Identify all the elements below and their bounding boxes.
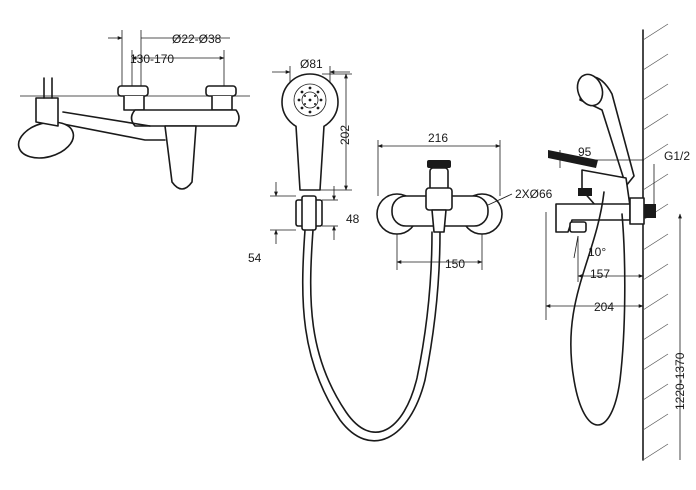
dim-handshower-length: 202: [338, 125, 352, 145]
left-connection: [117, 85, 149, 97]
hose-side: [570, 191, 626, 426]
outlet-front: [431, 209, 447, 233]
dim-holder-height: 48: [346, 212, 360, 226]
dim-spout-angle: 10°: [588, 245, 606, 259]
dim-holder-width: 54: [248, 251, 262, 265]
dim-reach-204: 204: [594, 300, 614, 314]
lever-side: [548, 150, 598, 168]
dim-hole-diameter: Ø22-Ø38: [172, 32, 222, 46]
wall-connection: [629, 197, 645, 225]
right-connection: [205, 85, 237, 97]
spout-top: [164, 125, 197, 190]
front-view: 216 2XØ66 150: [376, 131, 553, 271]
dim-handshower-diameter: Ø81: [300, 57, 323, 71]
lever-top-front: [427, 160, 451, 168]
shower-hose: [301, 229, 441, 442]
dim-thread: G1/2: [664, 149, 690, 163]
dim-center-distance: 130-170: [130, 52, 174, 66]
top-view: Ø22-Ø38 130-170: [17, 30, 250, 190]
handshower-view: Ø81 202 48 54: [248, 57, 441, 442]
shower-head: [281, 73, 339, 131]
dim-hose-height: 1220-1370: [673, 352, 687, 410]
dim-mounting-holes: 2XØ66: [515, 187, 553, 201]
spout-side: [555, 203, 631, 233]
side-view: 95 G1/2 10° 157 204 1220-1370: [545, 23, 690, 461]
dim-reach-157: 157: [590, 267, 610, 281]
dim-connection-spacing: 150: [445, 257, 465, 271]
mixer-body-top: [130, 109, 240, 127]
dim-body-width: 216: [428, 131, 448, 145]
dim-spout-reach-top: 95: [578, 145, 592, 159]
shower-handle: [295, 125, 325, 191]
